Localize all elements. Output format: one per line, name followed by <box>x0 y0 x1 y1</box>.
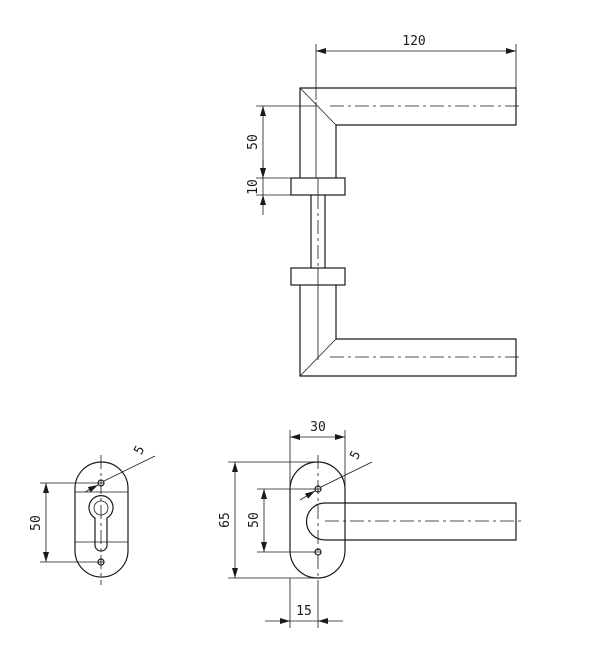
dim-top-width: 120 <box>315 34 517 100</box>
dim-label-5-rose: 5 <box>347 448 364 462</box>
dim-label-5-esc: 5 <box>131 443 148 457</box>
dim-label-65: 65 <box>218 512 233 528</box>
dim-rose-height: 65 <box>218 461 318 579</box>
dim-rose-thickness: 10 <box>246 160 291 215</box>
handle-side-view: 120 50 10 <box>246 34 522 377</box>
dim-rose-screw: 5 <box>299 448 373 501</box>
upper-lever <box>299 87 522 178</box>
lever-grip <box>305 502 517 541</box>
dim-label-15: 15 <box>296 604 312 619</box>
dim-label-50-top: 50 <box>246 134 261 150</box>
lower-lever <box>299 285 522 377</box>
dim-top-height: 50 <box>246 105 316 179</box>
escutcheon-plate <box>74 461 129 578</box>
lever-front-view: 30 65 50 5 15 <box>218 420 522 628</box>
escutcheon-view: 50 5 <box>29 443 156 585</box>
keyhole <box>88 495 114 552</box>
dim-label-30: 30 <box>310 420 326 435</box>
dim-escutcheon-height: 50 <box>29 482 98 563</box>
spindle <box>310 195 326 268</box>
dim-label-50-esc: 50 <box>29 515 44 531</box>
dim-label-120: 120 <box>402 34 425 49</box>
dim-offset: 15 <box>265 578 343 628</box>
dim-rose-width: 30 <box>289 420 346 500</box>
dim-label-10: 10 <box>246 179 261 195</box>
dim-label-50-rose: 50 <box>247 512 262 528</box>
dim-screw-spacing: 50 <box>247 488 315 553</box>
dim-escutcheon-screw: 5 <box>84 443 156 493</box>
